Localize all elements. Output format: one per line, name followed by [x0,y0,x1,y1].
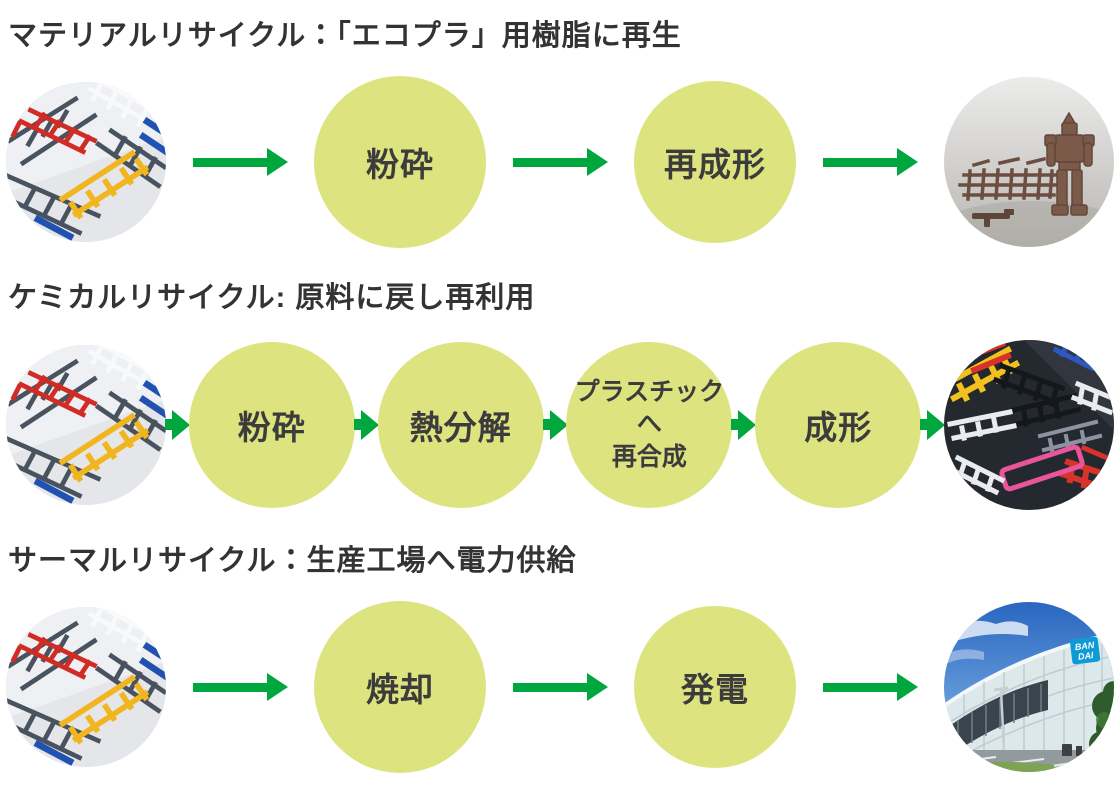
step-circle: 粉砕 [188,341,355,508]
arrow-gap [731,409,757,440]
arrow-right-icon [192,148,288,177]
step-label: 粉砕 [237,408,306,446]
arrow-right-icon [353,409,379,440]
arrow-right-icon [512,148,608,177]
step-circle: 成形 [755,341,922,508]
step-label: 成形 [804,408,873,446]
step-circle: 再成形 [634,81,796,244]
arrow-gap [164,409,190,440]
step-circle: 粉砕 [314,76,486,249]
step-label: 発電 [681,671,749,709]
bandai-factory-illustration: BAN DAI [944,602,1114,773]
runner-sprues-illustration [6,345,166,505]
step-circle: 焼却 [314,601,486,774]
step-circle: 発電 [634,606,796,769]
step-circle: 熱分解 [377,341,544,508]
bandai-factory-photo: BAN DAI [944,602,1114,773]
arrow-gap [486,673,634,702]
step-label: 焼却 [366,671,434,709]
arrow-right-icon [731,409,757,440]
ecopla-model-photo [944,77,1114,248]
step-label: プラスチックへ 再合成 [574,377,725,471]
arrow-gap [166,148,314,177]
thermal-recycle-section: サーマルリサイクル：生産工場へ電力供給 焼却 発電 [0,545,1120,774]
material-recycle-section: マテリアルリサイクル：「エコプラ」用樹脂に再生 粉砕 再成形 [0,20,1120,249]
arrow-gap [542,409,568,440]
chemical-recycle-title: ケミカルリサイクル: 原料に戻し再利用 [8,282,536,315]
step-circle: プラスチックへ 再合成 [566,341,733,508]
step-label: 熱分解 [409,408,512,446]
arrow-right-icon [822,148,918,177]
colorful-sprues-photo [943,339,1114,510]
arrow-right-icon [192,673,288,702]
step-label: 粉砕 [366,146,434,184]
arrow-right-icon [822,673,918,702]
runner-sprues-photo [6,82,166,243]
ecopla-model-illustration [944,77,1114,248]
arrow-gap [353,409,379,440]
runner-sprues-illustration [6,82,166,242]
bandai-logo-text-top: BAN [1074,640,1095,652]
step-label: 再成形 [664,146,766,184]
runner-sprues-illustration [6,607,166,767]
runner-sprues-photo [6,607,166,768]
material-recycle-flow: 粉砕 再成形 [0,75,1120,249]
thermal-recycle-flow: 焼却 発電 [0,600,1120,774]
material-recycle-title: マテリアルリサイクル：「エコプラ」用樹脂に再生 [8,20,682,52]
arrow-gap [166,673,314,702]
arrow-right-icon [512,673,608,702]
bandai-logo-text-bottom: DAI [1077,650,1094,662]
arrow-right-icon [542,409,568,440]
runner-sprues-photo [6,344,166,505]
thermal-recycle-title: サーマルリサイクル：生産工場へ電力供給 [8,544,577,577]
arrow-gap [796,673,944,702]
arrow-gap [796,148,944,177]
arrow-right-icon [164,409,190,440]
arrow-gap [486,148,634,177]
chemical-recycle-section: ケミカルリサイクル: 原料に戻し再利用 粉砕 熱分解 プラスチックへ 再合成 成… [0,282,1120,511]
chemical-recycle-flow: 粉砕 熱分解 プラスチックへ 再合成 成形 [0,338,1120,512]
bandai-logo: BAN DAI [1069,636,1101,665]
colorful-sprues-illustration [943,339,1114,510]
arrow-right-icon [920,409,946,440]
arrow-gap [920,409,946,440]
